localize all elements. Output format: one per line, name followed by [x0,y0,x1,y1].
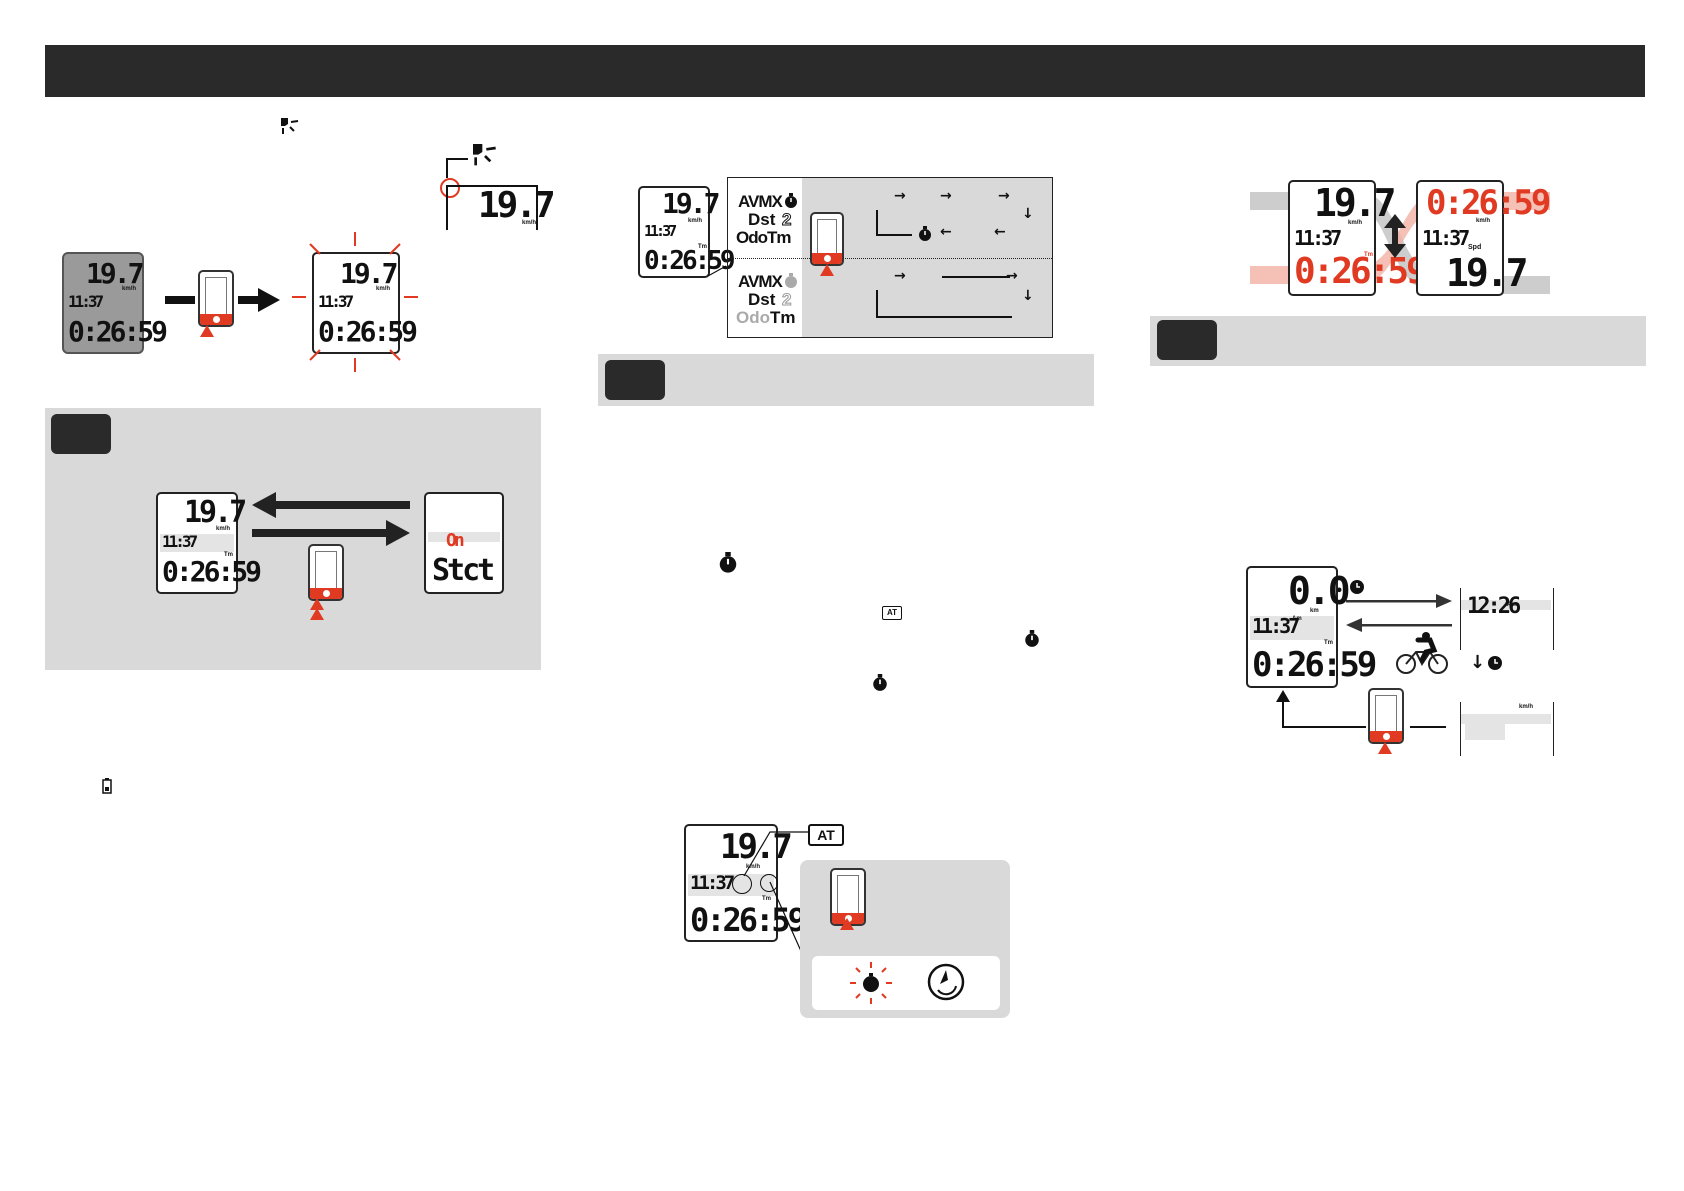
arrow-left-icon [1346,618,1452,632]
device-button[interactable] [810,212,844,266]
arrow-line [238,296,260,304]
connector-line [743,831,808,877]
arrow-left-icon [252,492,410,518]
swap-bands [1250,192,1550,294]
icon-row [812,956,1000,1010]
arrow-right-icon: → [998,188,1010,204]
mode-table: AVMX Dst 2 OdoTm AVMX Dst 2 Odo Tm → → →… [727,177,1053,338]
section-bar [1150,316,1646,366]
arrow-right-icon: → [894,188,906,204]
arrow-down-icon: ↓ [1022,206,1034,222]
stopwatch-icon [1025,630,1039,647]
lcd-mode: 19.7 km/h 11:37 Tm 0:26:59 [638,186,736,278]
lcd-normal: 19.7 km/h 11:37 Tm 0:26:59 [156,492,262,594]
backlight-detail: 19.7 km/h [440,140,556,230]
arrow-right-icon: → [1006,268,1018,284]
light-rays [292,232,418,372]
swap-arrow-icon [1384,214,1406,258]
press-arrow [310,598,324,610]
lcd-before-swap: 19.7 km/h 11:37 Tm 0:26:59 [1288,180,1428,296]
at-label: AT [808,824,844,846]
battery-icon [102,778,112,794]
sleep-display: km/h [1460,702,1554,756]
stopwatch-icon [873,674,887,691]
clock-icon [1350,580,1364,594]
section-badge [1157,320,1217,360]
lcd-sleep: 0.0 km 11:37 Am Tm 0:26:59 [1246,566,1377,688]
arrow-left-icon: ← [940,224,952,240]
stopwatch-flashing-icon [850,962,892,1004]
connector-line [708,265,727,277]
press-arrow [310,608,324,620]
backlight-icon [281,118,299,134]
arrow-down-icon: ↓ [1470,652,1486,673]
arrow-left-icon: ← [994,224,1006,240]
section-bar [598,354,1094,406]
stopwatch-icon [785,273,797,288]
arrow-path [1282,696,1284,728]
press-arrow [840,918,854,930]
press-arrow [1378,742,1392,754]
device-button[interactable] [308,544,344,601]
speed-value: 19.7 [478,185,556,226]
lcd-setting: On Stct [424,492,504,594]
section-badge [605,360,665,400]
stopwatch-icon [919,226,931,241]
stopwatch-icon [785,193,797,208]
stopwatch-icon [719,552,737,573]
clock-mode-display: 12:26 Am [1460,588,1554,650]
press-arrow [200,325,214,337]
arrow-down-icon: ↓ [1022,288,1034,304]
lcd-lit: 19.7 km/h 11:37 0:26:59 [312,252,418,354]
arrow-line [165,296,195,304]
arrow-up-icon [1276,690,1290,702]
arrow-right-icon: → [940,188,952,204]
arrow-right-icon [1346,594,1452,608]
device-button[interactable] [198,270,234,327]
lcd-dim: 19.7 km/h 11:37 0:26:59 [62,252,168,354]
section-badge [51,414,111,454]
auto-mode-icon [927,963,965,1001]
lcd-after-swap: 0:26:59 km/h 11:37 Spd 19.7 [1416,180,1551,296]
device-button[interactable] [830,868,866,926]
header-bar [45,45,1645,97]
backlight-icon [473,144,496,166]
clock-icon [1488,656,1502,670]
at-icon: AT [882,606,902,620]
cyclist-icon [1396,632,1448,674]
arrow-right-icon: → [894,268,906,284]
arrow-path [1282,726,1366,728]
speed-unit: km/h [522,220,537,226]
arrow-right-icon [252,520,410,546]
press-arrow [820,264,834,276]
device-button[interactable] [1368,688,1404,744]
arrow-path [1410,726,1446,728]
lcd-auto: 19.7 km/h 11:37 Tm 0:26:59 [684,824,807,942]
arrow-right-icon [258,288,280,312]
